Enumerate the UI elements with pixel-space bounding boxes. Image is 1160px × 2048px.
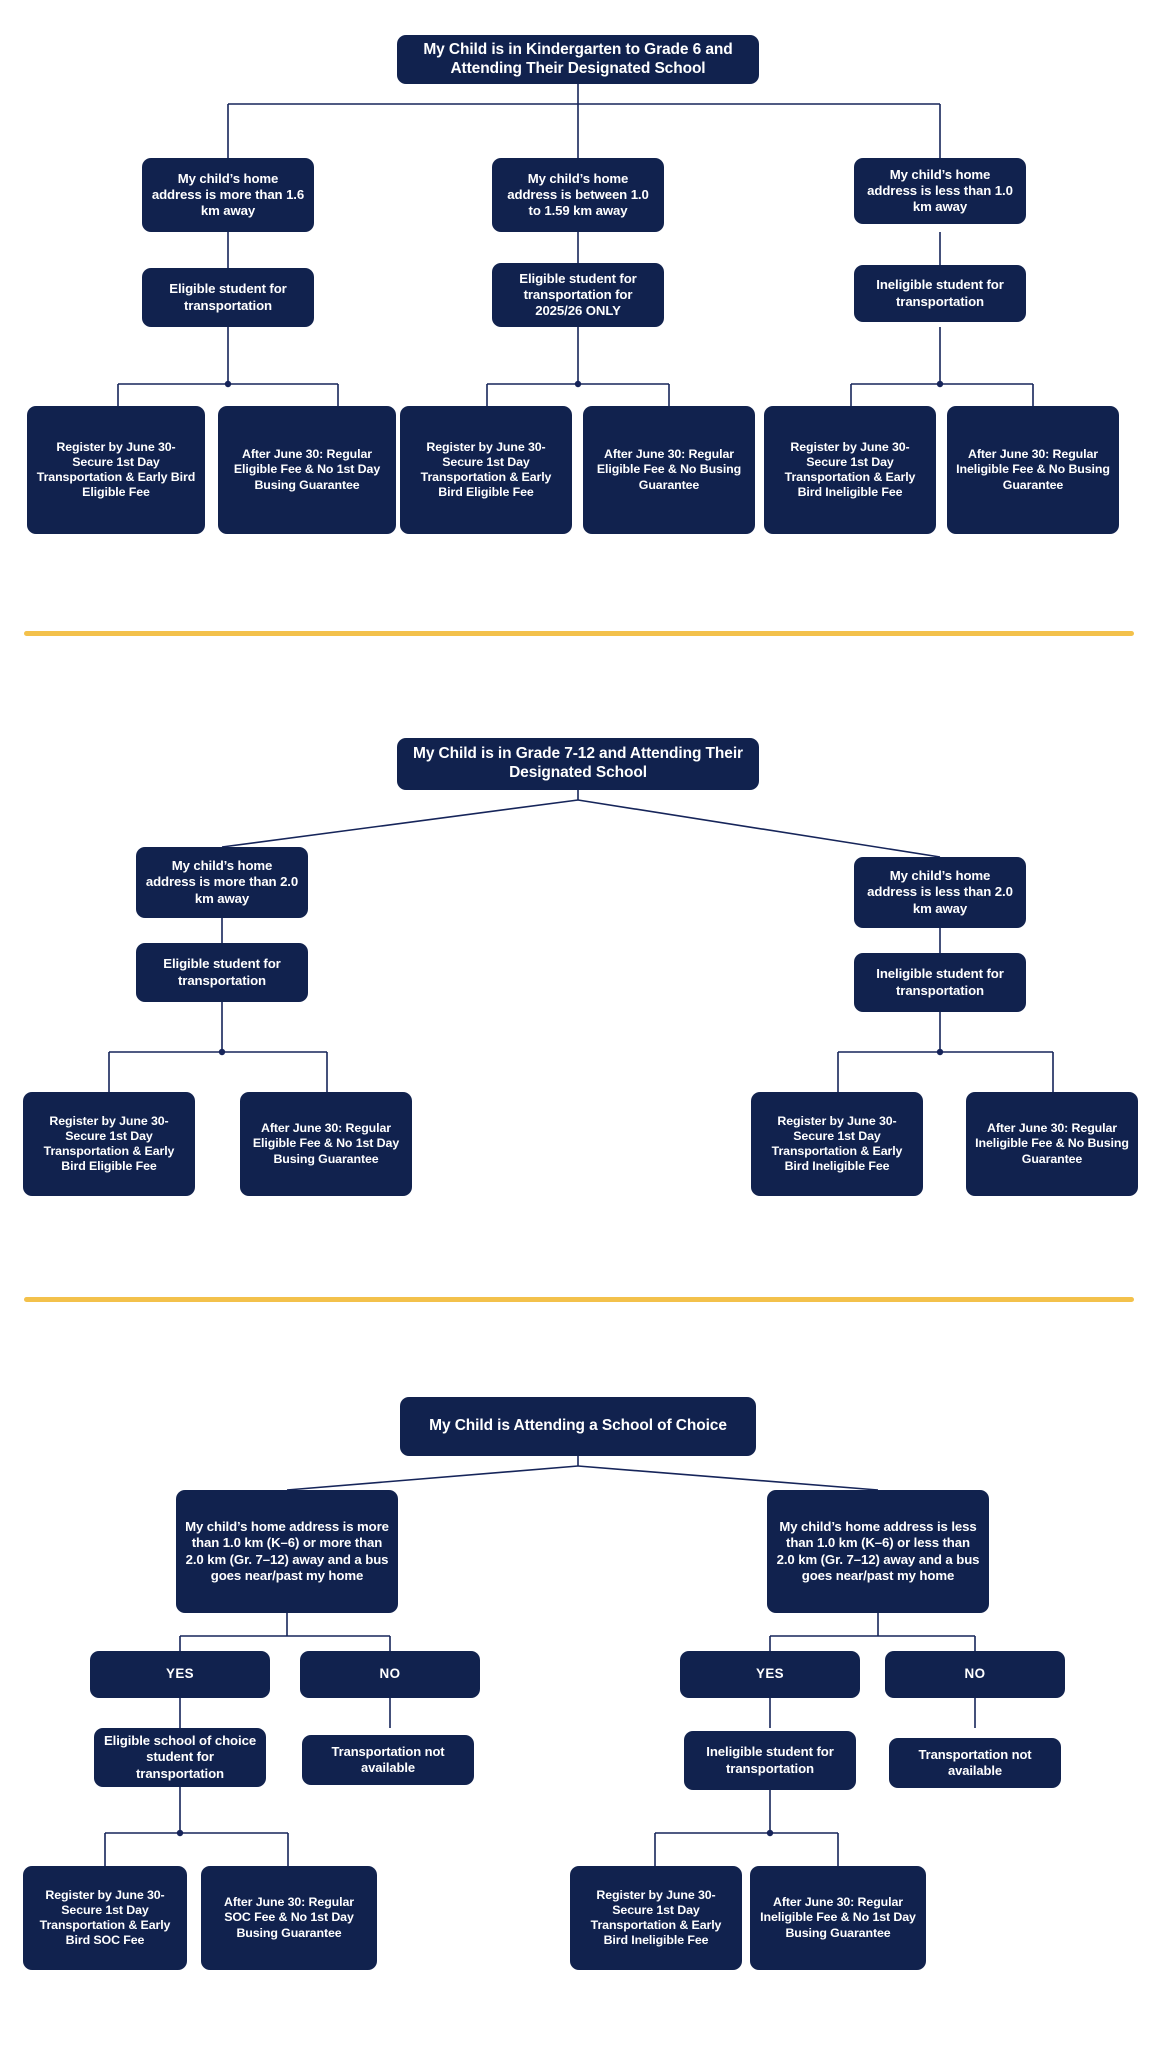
outcome-label: After June 30: Regular Eligible Fee & No… (252, 1121, 400, 1166)
outcome-label: Register by June 30- Secure 1st Day Tran… (590, 1887, 722, 1948)
outcome-label: Register by June 30- Secure 1st Day Tran… (420, 439, 552, 500)
section1-branch1-status[interactable]: Eligible student for transportation (142, 268, 314, 327)
condition-label: My child’s home address is more than 1.0… (185, 1519, 389, 1583)
section1-root-label: My Child is in Kindergarten to Grade 6 a… (423, 40, 733, 77)
section3-branch2-outcome-after[interactable]: After June 30: Regular Ineligible Fee & … (750, 1866, 926, 1970)
condition-label: My child’s home address is less than 1.0… (776, 1519, 980, 1583)
status-label: Transportation not available (918, 1747, 1032, 1778)
condition-label: My child’s home address is more than 1.6… (151, 170, 305, 219)
section3-branch2-no-button[interactable]: NO (885, 1651, 1065, 1698)
condition-label: My child’s home address is between 1.0 t… (507, 170, 649, 219)
section1-branch3-outcome-register[interactable]: Register by June 30- Secure 1st Day Tran… (764, 406, 936, 534)
status-label: Ineligible student for transportation (706, 1744, 834, 1776)
status-label: Transportation not available (331, 1744, 445, 1775)
section3-root-node[interactable]: My Child is Attending a School of Choice (400, 1397, 756, 1456)
section1-branch2-status[interactable]: Eligible student for transportation for … (492, 263, 664, 327)
condition-label: My child’s home address is more than 2.0… (145, 858, 299, 906)
section-divider-2 (24, 1297, 1134, 1302)
outcome-label: After June 30: Regular SOC Fee & No 1st … (223, 1895, 354, 1940)
section2-branch2-status[interactable]: Ineligible student for transportation (854, 953, 1026, 1012)
section2-branch2-outcome-register[interactable]: Register by June 30- Secure 1st Day Tran… (751, 1092, 923, 1196)
section1-root-node[interactable]: My Child is in Kindergarten to Grade 6 a… (397, 35, 759, 84)
outcome-label: After June 30: Regular Ineligible Fee & … (975, 1121, 1129, 1166)
section2-branch2-condition[interactable]: My child’s home address is less than 2.0… (854, 857, 1026, 928)
section1-branch2-condition[interactable]: My child’s home address is between 1.0 t… (492, 158, 664, 232)
status-label: Ineligible student for transportation (876, 966, 1004, 998)
section3-root-label: My Child is Attending a School of Choice (429, 1417, 727, 1435)
outcome-label: Register by June 30- Secure 1st Day Tran… (784, 439, 916, 500)
section3-branch1-yes-button[interactable]: YES (90, 1651, 270, 1698)
outcome-label: Register by June 30- Secure 1st Day Tran… (43, 1113, 175, 1174)
outcome-label: Register by June 30- Secure 1st Day Tran… (771, 1113, 903, 1174)
section3-branch1-outcome-after[interactable]: After June 30: Regular SOC Fee & No 1st … (201, 1866, 377, 1970)
section3-branch1-condition[interactable]: My child’s home address is more than 1.0… (176, 1490, 398, 1613)
section1-branch3-outcome-after[interactable]: After June 30: Regular Ineligible Fee & … (947, 406, 1119, 534)
section1-branch1-condition[interactable]: My child’s home address is more than 1.6… (142, 158, 314, 232)
section3-branch2-condition[interactable]: My child’s home address is less than 1.0… (767, 1490, 989, 1613)
section3-branch1-no-button[interactable]: NO (300, 1651, 480, 1698)
outcome-label: After June 30: Regular Ineligible Fee & … (760, 1895, 916, 1940)
section3-branch2-yes-status[interactable]: Ineligible student for transportation (684, 1731, 856, 1790)
section3-branch1-outcome-register[interactable]: Register by June 30- Secure 1st Day Tran… (23, 1866, 187, 1970)
section2-root-node[interactable]: My Child is in Grade 7-12 and Attending … (397, 738, 759, 790)
status-label: Eligible school of choice student for tr… (103, 1733, 257, 1781)
outcome-label: After June 30: Regular Eligible Fee & No… (596, 447, 742, 492)
section1-branch3-condition[interactable]: My child’s home address is less than 1.0… (854, 158, 1026, 224)
section2-branch1-outcome-after[interactable]: After June 30: Regular Eligible Fee & No… (240, 1092, 412, 1196)
condition-label: My child’s home address is less than 1.0… (867, 166, 1013, 215)
status-label: Eligible student for transportation for … (519, 270, 637, 319)
no-label: NO (379, 1666, 401, 1682)
section3-branch2-outcome-register[interactable]: Register by June 30- Secure 1st Day Tran… (570, 1866, 742, 1970)
section1-branch3-status[interactable]: Ineligible student for transportation (854, 265, 1026, 322)
section3-branch1-no-status[interactable]: Transportation not available (302, 1735, 474, 1785)
status-label: Eligible student for transportation (169, 281, 287, 313)
section1-branch1-outcome-register[interactable]: Register by June 30- Secure 1st Day Tran… (27, 406, 205, 534)
outcome-label: Register by June 30- Secure 1st Day Tran… (39, 1887, 171, 1948)
condition-label: My child’s home address is less than 2.0… (867, 868, 1013, 916)
section1-branch2-outcome-after[interactable]: After June 30: Regular Eligible Fee & No… (583, 406, 755, 534)
section1-branch1-outcome-after[interactable]: After June 30: Regular Eligible Fee & No… (218, 406, 396, 534)
section2-branch1-outcome-register[interactable]: Register by June 30- Secure 1st Day Tran… (23, 1092, 195, 1196)
outcome-label: Register by June 30- Secure 1st Day Tran… (36, 439, 196, 500)
section3-branch1-yes-status[interactable]: Eligible school of choice student for tr… (94, 1728, 266, 1787)
section2-branch1-condition[interactable]: My child’s home address is more than 2.0… (136, 847, 308, 918)
outcome-label: After June 30: Regular Eligible Fee & No… (233, 447, 381, 492)
section1-branch2-outcome-register[interactable]: Register by June 30- Secure 1st Day Tran… (400, 406, 572, 534)
no-label: NO (964, 1666, 986, 1682)
section2-branch1-status[interactable]: Eligible student for transportation (136, 943, 308, 1002)
section3-branch2-yes-button[interactable]: YES (680, 1651, 860, 1698)
yes-label: YES (166, 1666, 194, 1682)
section-divider-1 (24, 631, 1134, 636)
section2-branch2-outcome-after[interactable]: After June 30: Regular Ineligible Fee & … (966, 1092, 1138, 1196)
status-label: Ineligible student for transportation (876, 277, 1004, 309)
outcome-label: After June 30: Regular Ineligible Fee & … (956, 447, 1110, 492)
section2-root-label: My Child is in Grade 7-12 and Attending … (413, 745, 743, 781)
status-label: Eligible student for transportation (163, 956, 281, 988)
yes-label: YES (756, 1666, 784, 1682)
section3-branch2-no-status[interactable]: Transportation not available (889, 1738, 1061, 1788)
